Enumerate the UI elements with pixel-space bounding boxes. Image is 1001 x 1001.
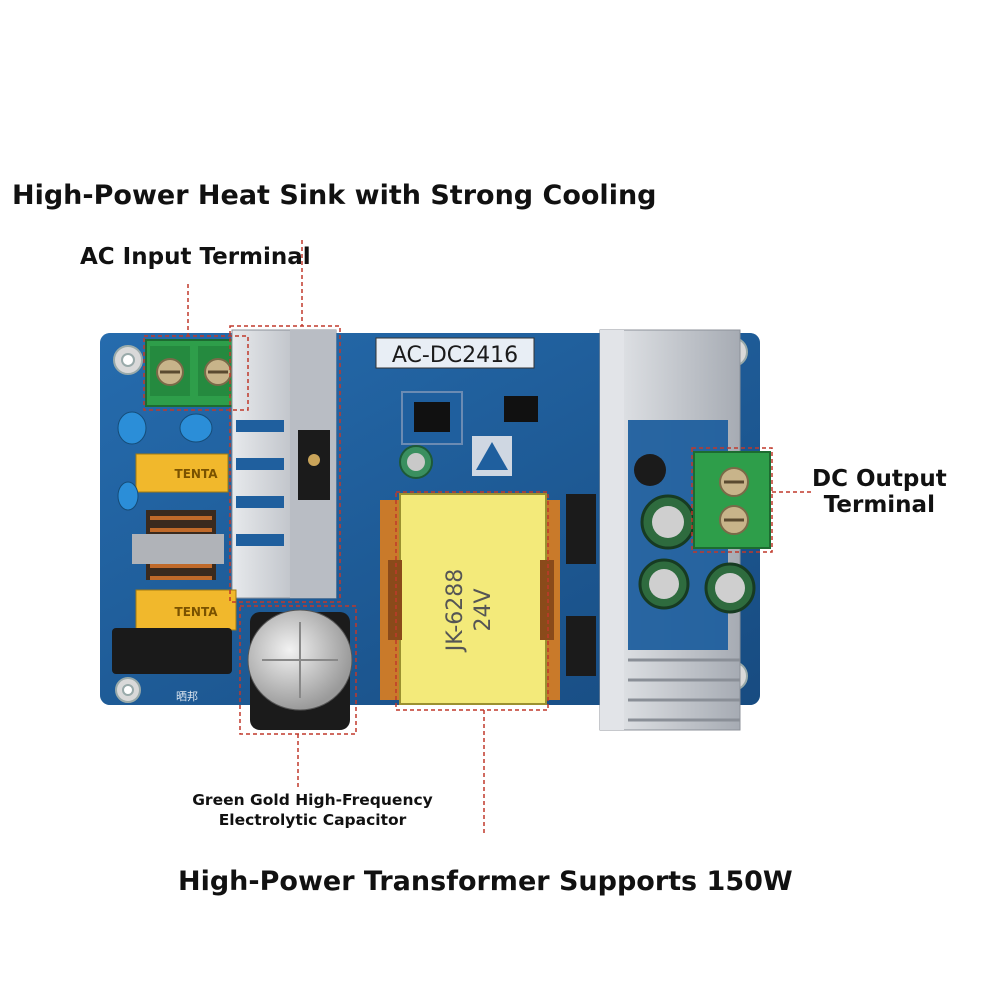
left-heat-sink: [231, 329, 337, 599]
bottom-mark: 晒邦: [176, 690, 198, 703]
bridge-rectifier: [112, 628, 232, 674]
ac-input-caption: AC Input Terminal: [80, 244, 311, 270]
capacitor-caption: Green Gold High-Frequency Electrolytic C…: [180, 790, 445, 830]
capacitor-caption-line2: Electrolytic Capacitor: [218, 811, 407, 829]
heatsink-caption: High-Power Heat Sink with Strong Cooling: [12, 180, 657, 211]
svg-text:JK-6288: JK-6288: [443, 569, 468, 654]
esd-triangle: [476, 442, 508, 470]
y-capacitors: [117, 411, 213, 511]
main-electrolytic-capacitor: [247, 609, 353, 730]
callout-box-dc-output: [691, 447, 773, 553]
dc-output-caption-line1: DC Output: [812, 466, 947, 492]
callout-box-heatsink: [229, 325, 341, 603]
x-capacitor-bottom: TENTA: [135, 589, 237, 631]
dc-output-caption: DC Output Terminal: [812, 466, 947, 518]
x-capacitor-top: TENTA: [135, 453, 229, 493]
svg-text:24V: 24V: [471, 588, 496, 631]
dc-output-terminal: [693, 451, 771, 549]
output-capacitors: [634, 454, 756, 614]
control-ic-chip: [414, 402, 450, 432]
small-ic: [504, 396, 538, 422]
callout-markers: [143, 240, 812, 836]
transformer-caption: High-Power Transformer Supports 150W: [178, 866, 793, 897]
ac-input-terminal: [145, 339, 247, 407]
capacitor-caption-line1: Green Gold High-Frequency: [192, 791, 433, 809]
callout-box-ac-input: [143, 335, 249, 411]
transformer: JK-6288 24V: [380, 493, 560, 705]
dc-output-caption-line2: Terminal: [823, 492, 935, 518]
callout-box-transformer: [395, 491, 549, 711]
common-mode-choke: [132, 510, 224, 580]
model-label-box: [375, 337, 535, 369]
svg-text:TENTA: TENTA: [175, 467, 219, 481]
model-label: AC-DC2416: [392, 343, 518, 368]
svg-text:TENTA: TENTA: [175, 605, 219, 619]
